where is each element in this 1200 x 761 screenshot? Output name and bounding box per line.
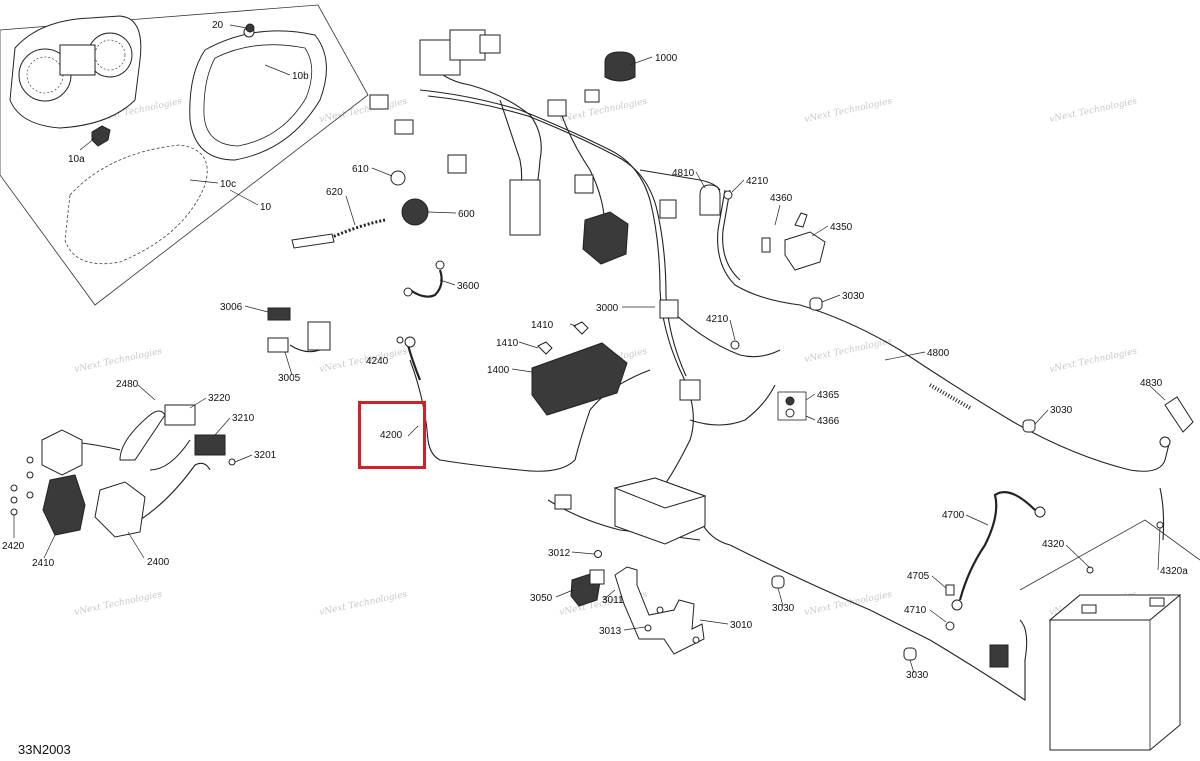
callout-3050: 3050 [530,593,553,604]
callout-3600: 3600 [457,281,480,292]
callout-3011: 3011 [602,595,624,606]
watermark: vNext Technologies [74,589,164,617]
callout-3013: 3013 [599,626,622,637]
callout-1410: 1410 [531,320,554,331]
components [10,29,1200,751]
watermark: vNext Technologies [804,336,894,364]
watermark: vNext Technologies [1049,346,1139,374]
callout-620: 620 [326,187,343,198]
callout-2480: 2480 [116,379,139,390]
callout-3030: 3030 [772,603,795,614]
callout-3210: 3210 [232,413,255,424]
callout-4365: 4365 [817,390,840,401]
callout-10b: 10b [292,71,309,82]
leader-lines [13,24,1166,674]
callout-4200-highlighted: 4200 [380,430,403,441]
callout-4700: 4700 [942,510,965,521]
watermark: vNext Technologies [559,96,649,124]
highlight-box [358,401,426,469]
watermark: vNext Technologies [74,346,164,374]
callout-4705: 4705 [907,571,930,582]
watermark: vNext Technologies [319,589,409,617]
callout-4830: 4830 [1140,378,1163,389]
watermark: vNext Technologies [804,96,894,124]
callout-3005: 3005 [278,373,301,384]
callout-1400: 1400 [487,365,510,376]
callout-4800: 4800 [927,348,950,359]
callout-4210: 4210 [746,176,769,187]
instrument-cluster-group [0,4,369,306]
callout-4360: 4360 [770,193,793,204]
watermark: vNext Technologies [319,346,409,374]
callout-labels: 20 10b 10a 10c 10 1000 610 620 600 3600 … [2,20,1188,681]
callout-600: 600 [458,209,475,220]
callout-20: 20 [212,20,224,31]
callout-3030: 3030 [842,291,865,302]
callout-1000: 1000 [655,53,678,64]
callout-4320a: 4320a [1160,566,1188,577]
callout-1410: 1410 [496,338,519,349]
callout-10c: 10c [220,179,236,190]
callout-4366: 4366 [817,416,840,427]
diagram-reference-code: 33N2003 [18,742,71,757]
callout-4320: 4320 [1042,539,1065,550]
callout-4240: 4240 [366,356,389,367]
callout-3220: 3220 [208,393,231,404]
callout-4350: 4350 [830,222,853,233]
callout-4710: 4710 [904,605,927,616]
callout-3010: 3010 [730,620,753,631]
callout-3030: 3030 [906,670,929,681]
watermark: vNext Technologies [804,589,894,617]
watermark: vNext Technologies [1049,96,1139,124]
callout-4810: 4810 [672,168,695,179]
callout-10a: 10a [68,154,85,165]
callout-3006: 3006 [220,302,243,313]
callout-3012: 3012 [548,548,571,559]
callout-3201: 3201 [254,450,277,461]
callout-4210: 4210 [706,314,729,325]
callout-2420: 2420 [2,541,25,552]
callout-2410: 2410 [32,558,55,569]
callout-610: 610 [352,164,369,175]
callout-10: 10 [260,202,272,213]
callout-3030: 3030 [1050,405,1073,416]
callout-2400: 2400 [147,557,170,568]
callout-3000: 3000 [596,303,619,314]
